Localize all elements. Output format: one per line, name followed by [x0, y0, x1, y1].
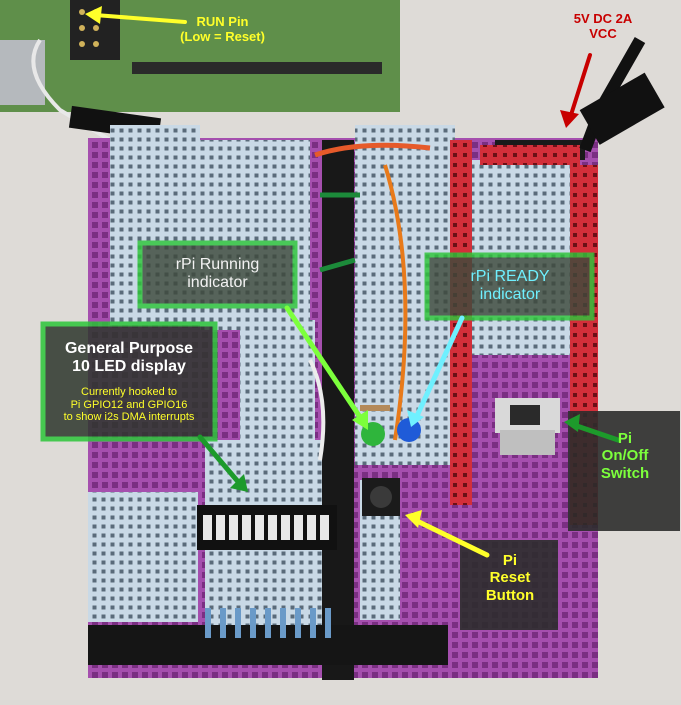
reset-button-label: Pi Reset Button	[485, 552, 535, 604]
power-label: 5V DC 2A VCC	[573, 11, 633, 41]
led-display-title: General Purpose 10 LED display	[64, 340, 194, 376]
raspberry-pi-board	[0, 0, 400, 112]
run-pin-label: RUN Pin (Low = Reset)	[180, 14, 265, 44]
led-display-note: Currently hooked to Pi GPIO12 and GPIO16…	[63, 386, 195, 424]
blue-led	[397, 418, 421, 442]
ready-indicator-label: rPi READY indicator	[470, 268, 550, 304]
running-indicator-label: rPi Running indicator	[175, 256, 260, 292]
onoff-switch-label: Pi On/Off Switch	[600, 430, 650, 482]
